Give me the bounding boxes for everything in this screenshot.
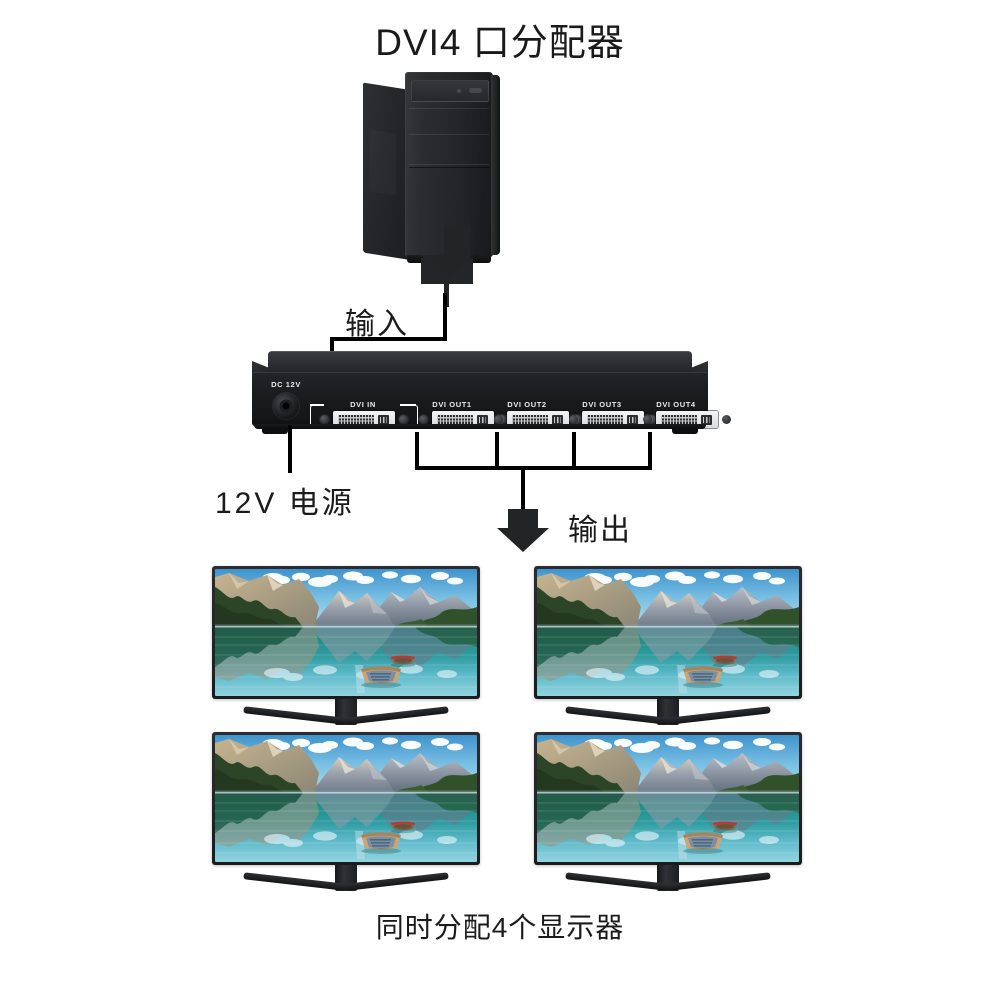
- dvi-flat-blade: [701, 414, 712, 425]
- monitor-screen: [215, 735, 477, 862]
- monitor-stand-leg-left: [243, 872, 348, 891]
- monitor-2: [534, 566, 802, 736]
- monitor-4: [534, 732, 802, 902]
- port-label-dvi-out4: DVI OUT4: [656, 400, 696, 409]
- boat-large-icon: [361, 832, 401, 854]
- output-drop-4: [648, 432, 652, 470]
- dvi-pin-grid: [512, 414, 548, 425]
- dvi-out4-connector[interactable]: [656, 411, 718, 428]
- monitor-stand-base: [565, 872, 771, 902]
- output-drop-3: [572, 432, 576, 470]
- monitor-stand-base: [243, 872, 449, 902]
- input-leader-horizontal: [330, 337, 447, 341]
- monitor-bezel: [212, 566, 480, 699]
- optical-drive-bay-icon: [411, 80, 489, 102]
- port-label-dc-power: DC 12V: [271, 380, 301, 389]
- output-bus-descent: [521, 466, 525, 509]
- dvi-flat-blade: [627, 414, 638, 425]
- dvi-out2-screw-left: [494, 415, 503, 424]
- dvi-in-screw-right: [399, 415, 408, 424]
- input-arrow-head-icon: [421, 255, 473, 281]
- dvi-splitter-device: DC 12V DVI IN DVI OUT1 DVI OUT2: [252, 351, 731, 444]
- dvi-in-connector[interactable]: [333, 411, 395, 428]
- monitor-stand-leg-right: [666, 872, 771, 891]
- dvi-in-box-top-left: [310, 404, 324, 406]
- monitor-bezel: [212, 732, 480, 865]
- boat-large-icon: [361, 666, 401, 688]
- dc-power-jack[interactable]: [273, 393, 299, 419]
- monitor-stand-leg-right: [344, 872, 449, 891]
- wallpaper-mountain-lake: [537, 735, 799, 862]
- dvi-in-screw-left: [320, 415, 329, 424]
- splitter-bottom-edge: [254, 424, 706, 429]
- dvi-flat-blade: [477, 414, 488, 425]
- wallpaper-mountain-lake: [215, 735, 477, 862]
- output-arrow-shaft: [508, 509, 538, 529]
- monitor-stand-leg-left: [243, 706, 348, 725]
- dvi-out4-screw-right: [722, 415, 731, 424]
- port-label-dvi-in: DVI IN: [350, 400, 376, 409]
- output-bus: [415, 466, 652, 470]
- boat-large-icon: [683, 832, 723, 854]
- label-output: 输出: [568, 514, 632, 547]
- wallpaper-mountain-lake: [537, 569, 799, 696]
- dvi-out1-screw-left: [419, 415, 428, 424]
- monitor-stand-leg-right: [666, 706, 771, 725]
- splitter-foot-right: [672, 428, 698, 434]
- label-power: 12V 电源: [215, 487, 355, 520]
- boat-small-icon: [713, 821, 737, 834]
- dvi-pin-grid: [338, 414, 374, 425]
- dvi-in-box-top-right: [400, 404, 416, 406]
- dvi-flat-blade: [552, 414, 563, 425]
- tower-panel-seam: [409, 134, 489, 135]
- port-label-dvi-out3: DVI OUT3: [582, 400, 622, 409]
- caption-text: 同时分配4个显示器: [375, 912, 625, 943]
- dvi-out3-screw-right: [648, 415, 657, 424]
- tower-right-edge: [491, 75, 500, 255]
- monitor-screen: [215, 569, 477, 696]
- output-drop-1: [415, 432, 419, 470]
- dvi-flat-blade: [378, 414, 389, 425]
- monitor-1: [212, 566, 480, 736]
- splitter-top-surface: [268, 351, 692, 373]
- monitor-stand-leg-left: [565, 872, 670, 891]
- tower-side-panel: [363, 82, 407, 260]
- desktop-computer-tower: [363, 72, 509, 263]
- boat-small-icon: [391, 821, 415, 834]
- splitter-front-face: DC 12V DVI IN DVI OUT1 DVI OUT2: [252, 372, 731, 444]
- output-arrow-head-icon: [497, 528, 549, 552]
- monitor-screen: [537, 735, 799, 862]
- splitter-foot-left: [262, 428, 288, 434]
- monitor-stand-leg-right: [344, 706, 449, 725]
- label-input: 输入: [345, 308, 409, 341]
- dvi-out3-screw-left: [569, 415, 578, 424]
- page-title: DVI4 口分配器: [375, 22, 625, 63]
- monitor-bezel: [534, 732, 802, 865]
- boat-large-icon: [683, 666, 723, 688]
- dvi-out2-connector[interactable]: [507, 411, 569, 428]
- tower-panel-seam: [409, 167, 489, 168]
- monitor-stand-leg-left: [565, 706, 670, 725]
- dvi-pin-grid: [437, 414, 473, 425]
- tower-panel-seam: [409, 108, 489, 109]
- monitor-bezel: [534, 566, 802, 699]
- input-arrow-shaft: [444, 225, 470, 257]
- port-label-dvi-out1: DVI OUT1: [432, 400, 472, 409]
- port-label-dvi-out2: DVI OUT2: [507, 400, 547, 409]
- wallpaper-mountain-lake: [215, 569, 477, 696]
- monitor-3: [212, 732, 480, 902]
- dvi-out1-connector[interactable]: [432, 411, 494, 428]
- monitor-screen: [537, 569, 799, 696]
- boat-small-icon: [713, 655, 737, 668]
- dvi-out4-screw-left: [643, 415, 652, 424]
- boat-small-icon: [391, 655, 415, 668]
- power-cable: [288, 425, 292, 473]
- tower-panel-seam: [409, 164, 489, 165]
- output-drop-2: [495, 432, 499, 470]
- dvi-pin-grid: [661, 414, 697, 425]
- dvi-pin-grid: [587, 414, 623, 425]
- input-leader-vertical: [443, 293, 447, 341]
- dvi-out3-connector[interactable]: [582, 411, 644, 428]
